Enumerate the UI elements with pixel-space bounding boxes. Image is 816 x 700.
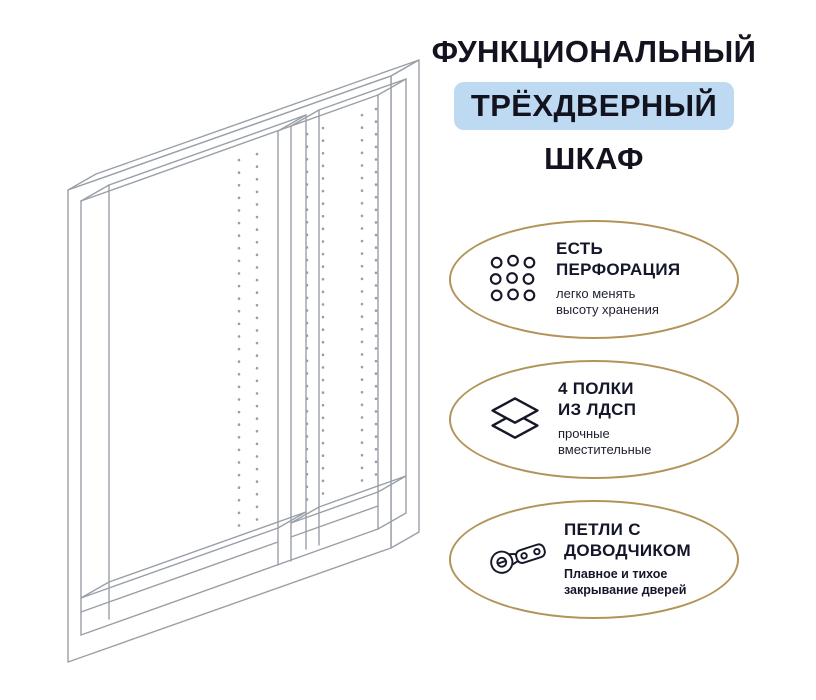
info-column: ФУНКЦИОНАЛЬНЫЙ ТРЁХДВЕРНЫЙ ШКАФ xyxy=(408,0,780,619)
title-line-3: ШКАФ xyxy=(544,141,644,177)
feature-badge-perforation: ЕСТЬ ПЕРФОРАЦИЯ легко менять высоту хран… xyxy=(449,219,739,339)
badge-subtitle: Плавное и тихое закрывание дверей xyxy=(564,566,691,598)
badge-subtitle-line: легко менять xyxy=(556,285,636,301)
badge-title-line: ЕСТЬ xyxy=(556,239,603,259)
badge-subtitle-line: вместительные xyxy=(558,442,652,458)
badge-title: ПЕТЛИ С ДОВОДЧИКОМ xyxy=(564,520,691,561)
badge-title-line: ПЕРФОРАЦИЯ xyxy=(556,260,681,280)
badge-title-line: 4 ПОЛКИ xyxy=(558,379,634,399)
feature-badge-shelves: 4 ПОЛКИ ИЗ ЛДСП прочные вместительные xyxy=(449,359,739,479)
feature-badges: ЕСТЬ ПЕРФОРАЦИЯ легко менять высоту хран… xyxy=(449,219,739,619)
wardrobe-frame-drawing xyxy=(67,59,420,663)
soft-close-hinge-icon xyxy=(487,531,549,587)
layers-shelves-icon xyxy=(487,392,543,446)
wardrobe-front-frame xyxy=(67,75,392,663)
badge-subtitle: легко менять высоту хранения xyxy=(556,286,680,319)
badge-title: 4 ПОЛКИ ИЗ ЛДСП xyxy=(558,379,651,420)
badge-title-line: ДОВОДЧИКОМ xyxy=(564,540,691,560)
badge-title: ЕСТЬ ПЕРФОРАЦИЯ xyxy=(556,239,680,280)
badge-text: ПЕТЛИ С ДОВОДЧИКОМ Плавное и тихое закры… xyxy=(564,520,691,598)
bottom-shelf-right xyxy=(290,491,379,524)
badge-subtitle-line: закрывание дверей xyxy=(564,583,687,598)
bottom-shelf-left xyxy=(80,527,279,599)
badge-subtitle-line: высоту хранения xyxy=(556,302,659,318)
badge-subtitle-line: прочные xyxy=(558,425,610,441)
badge-text: 4 ПОЛКИ ИЗ ЛДСП прочные вместительные xyxy=(558,379,651,459)
badge-subtitle: прочные вместительные xyxy=(558,426,651,459)
title-line-highlighted: ТРЁХДВЕРНЫЙ xyxy=(453,81,735,131)
badge-text: ЕСТЬ ПЕРФОРАЦИЯ легко менять высоту хран… xyxy=(556,239,680,319)
badge-title-line: ИЗ ЛДСП xyxy=(558,400,637,420)
title-line-1: ФУНКЦИОНАЛЬНЫЙ xyxy=(431,34,757,69)
product-title: ФУНКЦИОНАЛЬНЫЙ ТРЁХДВЕРНЫЙ ШКАФ xyxy=(431,34,757,177)
feature-badge-hinges: ПЕТЛИ С ДОВОДЧИКОМ Плавное и тихое закры… xyxy=(449,499,739,619)
badge-subtitle-line: Плавное и тихое xyxy=(564,567,668,582)
perforation-grid-icon xyxy=(487,252,541,306)
perforation-holes xyxy=(237,107,378,530)
badge-title-line: ПЕТЛИ С xyxy=(564,519,641,539)
wardrobe-illustration xyxy=(6,0,438,700)
